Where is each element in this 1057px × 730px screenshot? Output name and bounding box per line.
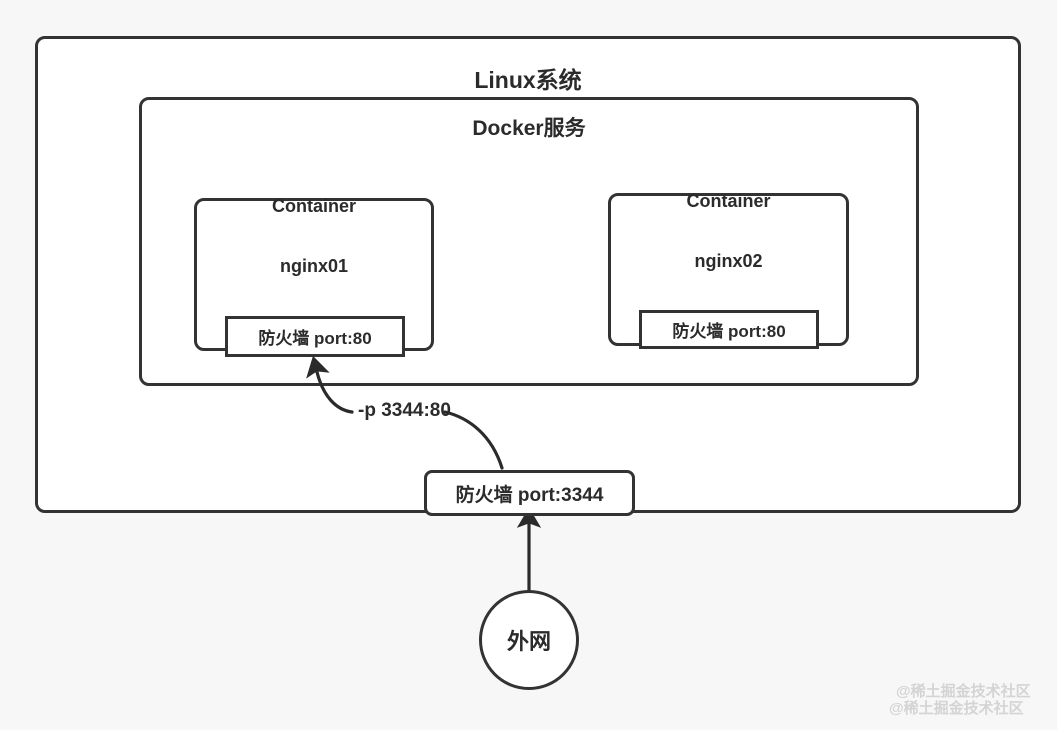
watermark-line-1: @稀土掘金技术社区: [896, 683, 1031, 700]
docker-service-title: Docker服务: [472, 117, 586, 140]
container-title-nginx01: Container: [271, 196, 356, 216]
linux-host-title: Linux系统: [474, 67, 582, 93]
container-name-nginx01: nginx01: [279, 256, 349, 276]
container-name-nginx02: nginx02: [694, 251, 763, 271]
firewall-box-nginx01: 防火墙 port:80: [225, 316, 405, 357]
port-mapping-label: -p 3344:80: [358, 400, 451, 421]
watermark-line-2: @稀土掘金技术社区: [889, 700, 1024, 717]
container-title-nginx02: Container: [686, 191, 771, 211]
external-network-node: 外网: [479, 590, 579, 690]
firewall-box-nginx02: 防火墙 port:80: [639, 310, 819, 349]
host-firewall-box-3344: 防火墙 port:3344: [424, 470, 635, 516]
